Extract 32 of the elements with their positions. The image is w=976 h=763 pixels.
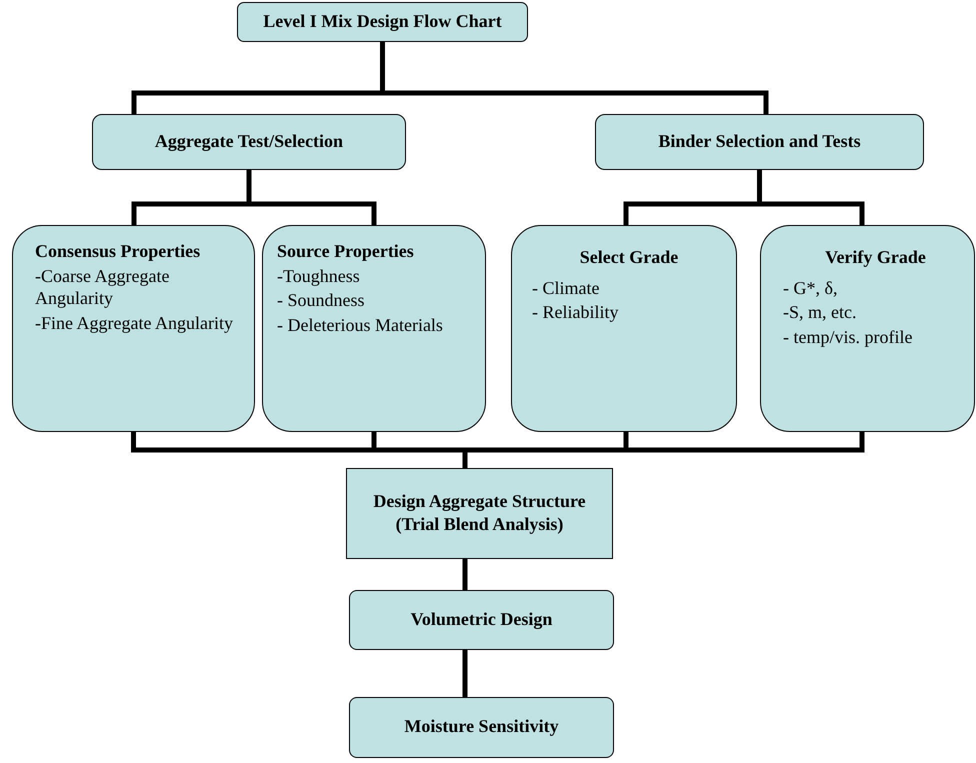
process-box <box>595 114 924 170</box>
list-item: - G*, δ, <box>783 276 838 299</box>
box-title: Aggregate Test/Selection <box>154 130 344 152</box>
connector-line <box>462 650 468 697</box>
box-title: Select Grade <box>578 246 680 268</box>
list-item: -S, m, etc. <box>783 301 858 324</box>
list-item: -Toughness <box>277 264 361 287</box>
list-item: -Coarse Aggregate Angularity <box>35 264 170 310</box>
list-item: - Deleterious Materials <box>277 314 444 336</box>
box-title: Verify Grade <box>824 246 927 268</box>
box-title: Binder Selection and Tests <box>658 130 861 152</box>
list-item: - Climate <box>532 276 600 299</box>
box-title: Consensus Properties <box>35 240 202 262</box>
process-box <box>92 114 406 170</box>
box-title: Level I Mix Design Flow Chart <box>263 10 502 32</box>
process-box <box>346 468 613 559</box>
box-title: Moisture Sensitivity <box>404 715 559 738</box>
box-title: Volumetric Design <box>410 608 552 630</box>
connector-line <box>462 559 468 590</box>
list-item: -Fine Aggregate Angularity <box>35 312 234 334</box>
rounded-box <box>760 225 975 432</box>
process-box <box>237 2 528 42</box>
box-title: Design Aggregate Structure (Trial Blend Analysis) <box>372 490 587 535</box>
process-box <box>349 697 614 758</box>
list-item: - Soundness <box>277 289 366 312</box>
rounded-box <box>511 225 737 432</box>
box-title: Source Properties <box>277 240 415 262</box>
process-box <box>349 590 614 650</box>
rounded-box <box>262 225 486 432</box>
rounded-box <box>12 225 255 432</box>
list-item: - Reliability <box>532 301 620 324</box>
list-item: - temp/vis. profile <box>783 326 914 348</box>
